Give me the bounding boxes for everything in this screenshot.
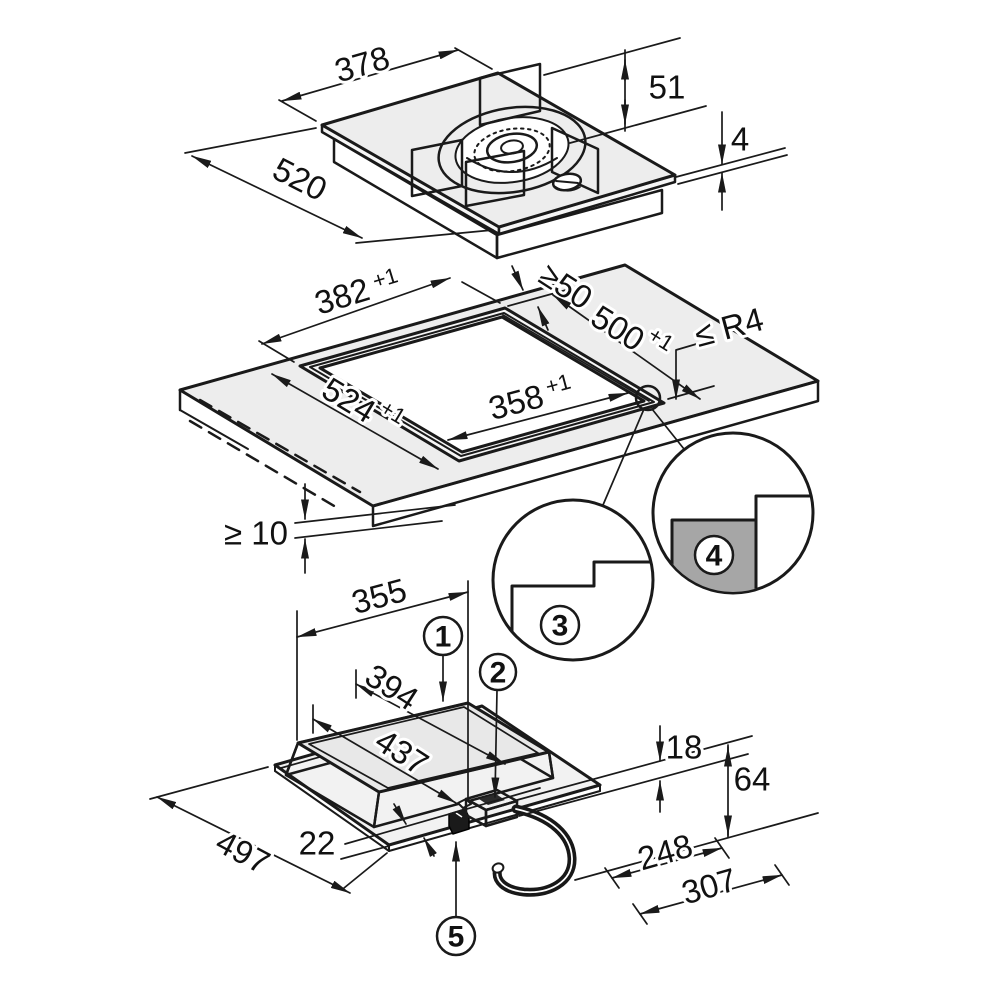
detail-leader-4 bbox=[651, 408, 685, 450]
dim-plate-thickness-label: 4 bbox=[731, 121, 749, 158]
detail-4-number: 4 bbox=[706, 540, 723, 573]
detail-3-step-profile bbox=[510, 560, 652, 659]
dim-overall-depth-label: 497 bbox=[210, 823, 276, 882]
detail-circle-flush: 4 bbox=[651, 431, 815, 595]
detail-circle-overlap: 3 bbox=[491, 498, 655, 662]
burner-cap bbox=[485, 132, 539, 164]
dim-grate-height-label: 51 bbox=[649, 69, 686, 106]
callout-1: 1 bbox=[422, 615, 464, 702]
dim-bottom-clearance-label: ≥ 10 bbox=[224, 515, 288, 552]
dim-connection-height-label: 64 bbox=[734, 761, 771, 798]
callout-2-badge bbox=[478, 652, 518, 692]
dim-connection-height: 64 bbox=[724, 744, 773, 838]
callout-5-gas-connection: 5 bbox=[435, 841, 477, 957]
dim-hose-reach-label: 307 bbox=[677, 861, 740, 912]
dim-housing-depth-label: 394 bbox=[359, 656, 425, 717]
detail-leader-3 bbox=[602, 408, 645, 506]
dim-top-depth-label: 520 bbox=[267, 150, 333, 208]
middle-view-worktop-cutout: 382 +1 ≥50 500 +1 ≤ R4 524 +1 bbox=[178, 253, 820, 662]
dim-plate-thickness: 4 bbox=[675, 111, 788, 211]
top-view-cooktop: 378 520 51 4 bbox=[184, 36, 788, 260]
dim-cutout-outer-width-label: 382 bbox=[310, 270, 373, 321]
burner-knob bbox=[551, 172, 583, 192]
pot-support-fin-south bbox=[464, 149, 526, 208]
callout-2-mains-connection: 2 bbox=[478, 652, 518, 798]
detail-4-badge bbox=[693, 534, 735, 576]
dim-housing-width-label: 355 bbox=[348, 571, 411, 621]
pot-support-fin-north bbox=[478, 62, 542, 127]
detail-3-badge bbox=[539, 604, 581, 646]
callout-1-badge bbox=[422, 615, 464, 657]
dim-edge-gap-label: 22 bbox=[299, 825, 336, 862]
pot-support-fin-west bbox=[410, 138, 464, 198]
flame-port-ring bbox=[473, 127, 551, 173]
pot-support-fin-east bbox=[550, 126, 600, 195]
callout-1-number: 1 bbox=[435, 621, 452, 654]
detail-3-number: 3 bbox=[552, 610, 569, 643]
bottom-view-underside: 355 394 437 22 497 bbox=[149, 568, 819, 957]
connection-hose bbox=[491, 804, 577, 897]
burner-housing-right-face bbox=[495, 188, 664, 260]
worktop-front-face bbox=[371, 379, 820, 528]
dim-bottom-clearance: ≥ 10 bbox=[221, 483, 456, 574]
detail-marker-circle bbox=[634, 384, 662, 412]
callout-2-number: 2 bbox=[490, 657, 507, 690]
dim-connection-clearance-label: 18 bbox=[666, 729, 703, 766]
dim-connection-clearance: 18 bbox=[656, 725, 705, 813]
dim-top-width-label: 378 bbox=[330, 39, 393, 90]
dim-hose-offset-label: 248 bbox=[633, 827, 696, 878]
gas-burner bbox=[437, 105, 587, 195]
worktop-break-line-2 bbox=[188, 419, 343, 512]
dim-grate-height: 51 bbox=[543, 37, 707, 144]
callout-5-badge bbox=[435, 915, 477, 957]
callout-5-number: 5 bbox=[448, 921, 465, 954]
dim-cutout-outer-width-tol: +1 bbox=[369, 262, 400, 293]
